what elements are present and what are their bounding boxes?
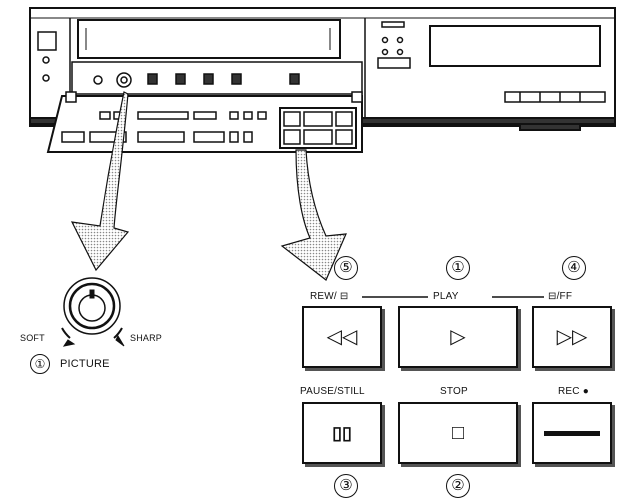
pause-still-button[interactable]: ▯▯ <box>302 402 382 464</box>
play-button[interactable]: ▷ <box>398 306 518 368</box>
picture-step-number: ① <box>30 354 50 374</box>
ff-label: ⊟/FF <box>548 291 573 302</box>
stop-button[interactable]: □ <box>398 402 518 464</box>
record-bar-icon <box>544 430 600 436</box>
rewind-button[interactable]: ◁◁ <box>302 306 382 368</box>
arrow-to-transport <box>280 149 347 281</box>
rew-label: REW/ ⊟ <box>310 291 349 302</box>
front-control-strip <box>71 61 363 95</box>
fast-forward-button[interactable]: ▷▷ <box>532 306 612 368</box>
stop-step-number: ② <box>446 474 470 498</box>
ff-step-number: ④ <box>562 256 586 280</box>
rew-step-number: ⑤ <box>334 256 358 280</box>
play-step-number: ① <box>446 256 470 280</box>
pause-icon: ▯▯ <box>332 423 352 443</box>
picture-dial <box>61 277 125 347</box>
open-control-panel <box>46 91 363 153</box>
play-label: PLAY <box>433 291 459 302</box>
sharp-label: SHARP <box>130 333 163 343</box>
pause-step-number: ③ <box>334 474 358 498</box>
display-area <box>364 18 606 118</box>
rec-label: REC ● <box>558 386 589 397</box>
stop-label: STOP <box>440 386 468 397</box>
pause-label: PAUSE/STILL <box>300 386 365 397</box>
play-icon: ▷ <box>450 326 466 348</box>
picture-label: PICTURE <box>60 358 110 370</box>
power-section <box>37 18 71 94</box>
stop-icon: □ <box>451 422 465 444</box>
record-button[interactable] <box>532 402 612 464</box>
power-button <box>37 31 57 51</box>
cassette-slot <box>77 19 341 59</box>
soft-label: SOFT <box>20 333 45 343</box>
arrow-to-picture <box>70 91 130 272</box>
fast-forward-icon: ▷▷ <box>556 326 588 348</box>
rewind-icon: ◁◁ <box>326 326 358 348</box>
